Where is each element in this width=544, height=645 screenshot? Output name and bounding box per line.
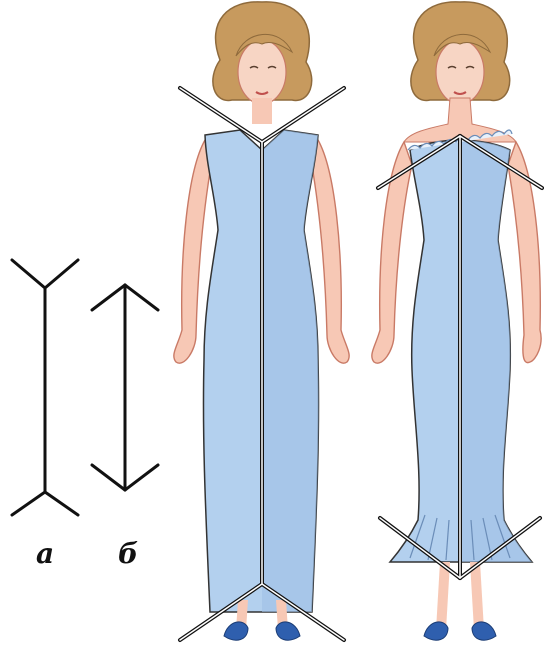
shoe-left-2 xyxy=(424,622,448,640)
muller-lyer-a-figure xyxy=(12,260,78,515)
label-b: б xyxy=(118,540,138,568)
arm-left-2 xyxy=(372,142,412,363)
figure-strapless-dress xyxy=(372,2,542,640)
label-a: а xyxy=(36,540,54,568)
shoe-left-1 xyxy=(224,622,248,640)
figure-v-neck-dress xyxy=(174,2,349,640)
muller-lyer-b-figure xyxy=(92,285,158,490)
shoe-right-2 xyxy=(472,622,496,640)
shoe-right-1 xyxy=(276,622,300,640)
